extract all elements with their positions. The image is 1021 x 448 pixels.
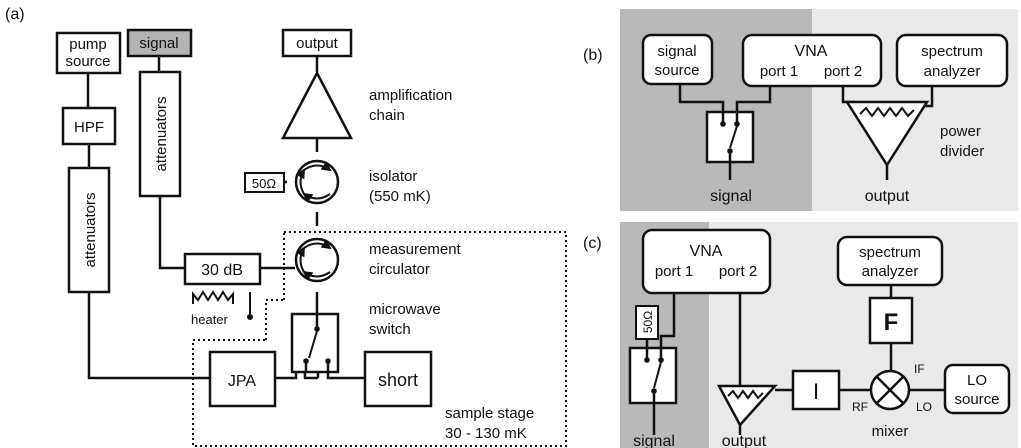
power-divider-label-2: divider — [940, 143, 984, 160]
vna-box-b — [741, 33, 883, 88]
heater-label: heater — [191, 312, 229, 327]
switch-label-2: switch — [369, 321, 411, 338]
switch-contacts-a — [303, 314, 331, 372]
panel-c: (c) VNA port 1 port 2 spectrum analyzer … — [583, 222, 1018, 448]
spectrum-analyzer-label-2-b: analyzer — [924, 63, 981, 80]
output-label: output — [296, 35, 339, 52]
termination-a-label: 50Ω — [252, 176, 276, 191]
vna-port2-c: port 2 — [719, 263, 757, 280]
mixer-symbol — [869, 369, 911, 411]
attenuators-left-label: attenuators — [82, 192, 99, 267]
vna-port1-b: port 1 — [760, 63, 798, 80]
power-divider-symbol — [844, 100, 930, 168]
amplifier-box-c — [791, 369, 841, 411]
output-label-c: output — [722, 433, 767, 448]
hpf-box — [61, 106, 117, 146]
termination-50-ohm-a — [244, 172, 285, 193]
lo-source-label-1: LO — [967, 372, 987, 389]
attenuator-30db-label: 30 dB — [201, 262, 243, 279]
spectrum-analyzer-label-1-c: spectrum — [859, 244, 921, 261]
signal-label-b: signal — [710, 188, 752, 205]
pump-source-label-1: pump — [69, 36, 107, 53]
sample-stage-label-2: 30 - 130 mK — [445, 425, 527, 442]
sample-stage-label-1: sample stage — [445, 405, 534, 422]
lo-source-box — [943, 363, 1011, 415]
signal-source-label-1-b: signal — [657, 43, 696, 60]
termination-50-ohm-c — [635, 305, 659, 340]
heater-symbol — [192, 290, 253, 320]
circulator-label-2: circulator — [369, 261, 430, 278]
vna-label-b: VNA — [795, 43, 828, 60]
pump-source-label-2: source — [65, 53, 110, 70]
panel-b: (b) signal source VNA port 1 port 2 spec… — [583, 9, 1018, 211]
filter-label-c: F — [884, 309, 899, 336]
vna-box-c — [641, 228, 772, 295]
jpa-box — [208, 350, 277, 408]
power-divider-label-1: power — [940, 123, 981, 140]
panel-c-label: (c) — [583, 235, 602, 252]
amplification-label-2: chain — [369, 107, 405, 124]
vna-port2-b: port 2 — [824, 63, 862, 80]
signal-label: signal — [139, 35, 178, 52]
termination-c-label: 50Ω — [641, 311, 655, 333]
hpf-label: HPF — [74, 119, 104, 136]
mixer-if-label: IF — [914, 362, 925, 376]
panel-c-wires — [645, 285, 945, 435]
vna-label-c: VNA — [690, 243, 723, 260]
panel-a: (a) pump source signal output HPF attenu… — [5, 6, 567, 447]
microwave-switch-box — [290, 312, 340, 374]
attenuators-mid-label: attenuators — [153, 96, 170, 171]
short-label: short — [378, 370, 418, 390]
output-label-b: output — [865, 188, 910, 205]
jpa-label: JPA — [228, 373, 256, 390]
circulator-label-1: measurement — [369, 241, 462, 258]
switch-contacts-c — [644, 348, 664, 403]
spectrum-analyzer-label-1-b: spectrum — [921, 43, 983, 60]
switch-contacts-b — [720, 112, 740, 162]
mixer-rf-label: RF — [852, 400, 868, 414]
filter-box-c — [868, 296, 914, 345]
isolator-label-1: isolator — [369, 168, 417, 185]
amplification-label-1: amplification — [369, 87, 452, 104]
spectrum-analyzer-box-b — [895, 33, 1009, 88]
attenuator-30db-box — [183, 252, 262, 286]
spectrum-analyzer-label-2-c: analyzer — [862, 263, 919, 280]
power-divider-symbol-c — [716, 384, 778, 428]
panel-a-label: (a) — [5, 6, 25, 23]
amplifier-label-c: I — [813, 379, 819, 404]
vna-port1-c: port 1 — [655, 263, 693, 280]
mixer-lo-label: LO — [916, 400, 932, 414]
mixer-label: mixer — [872, 423, 909, 440]
attenuators-mid-box — [138, 70, 182, 198]
circulator-symbol — [294, 237, 340, 283]
sample-stage-boundary — [192, 231, 567, 447]
signal-source-box-b — [641, 33, 714, 86]
signal-label-c: signal — [633, 433, 675, 448]
lo-source-label-2: source — [954, 391, 999, 408]
amplifier-triangle — [280, 70, 354, 140]
signal-source-label-2-b: source — [654, 62, 699, 79]
switch-label-1: microwave — [369, 301, 441, 318]
isolator-label-2: (550 mK) — [369, 188, 431, 205]
short-box — [363, 350, 433, 408]
panel-b-label: (b) — [583, 47, 603, 64]
isolator-symbol — [294, 159, 340, 205]
